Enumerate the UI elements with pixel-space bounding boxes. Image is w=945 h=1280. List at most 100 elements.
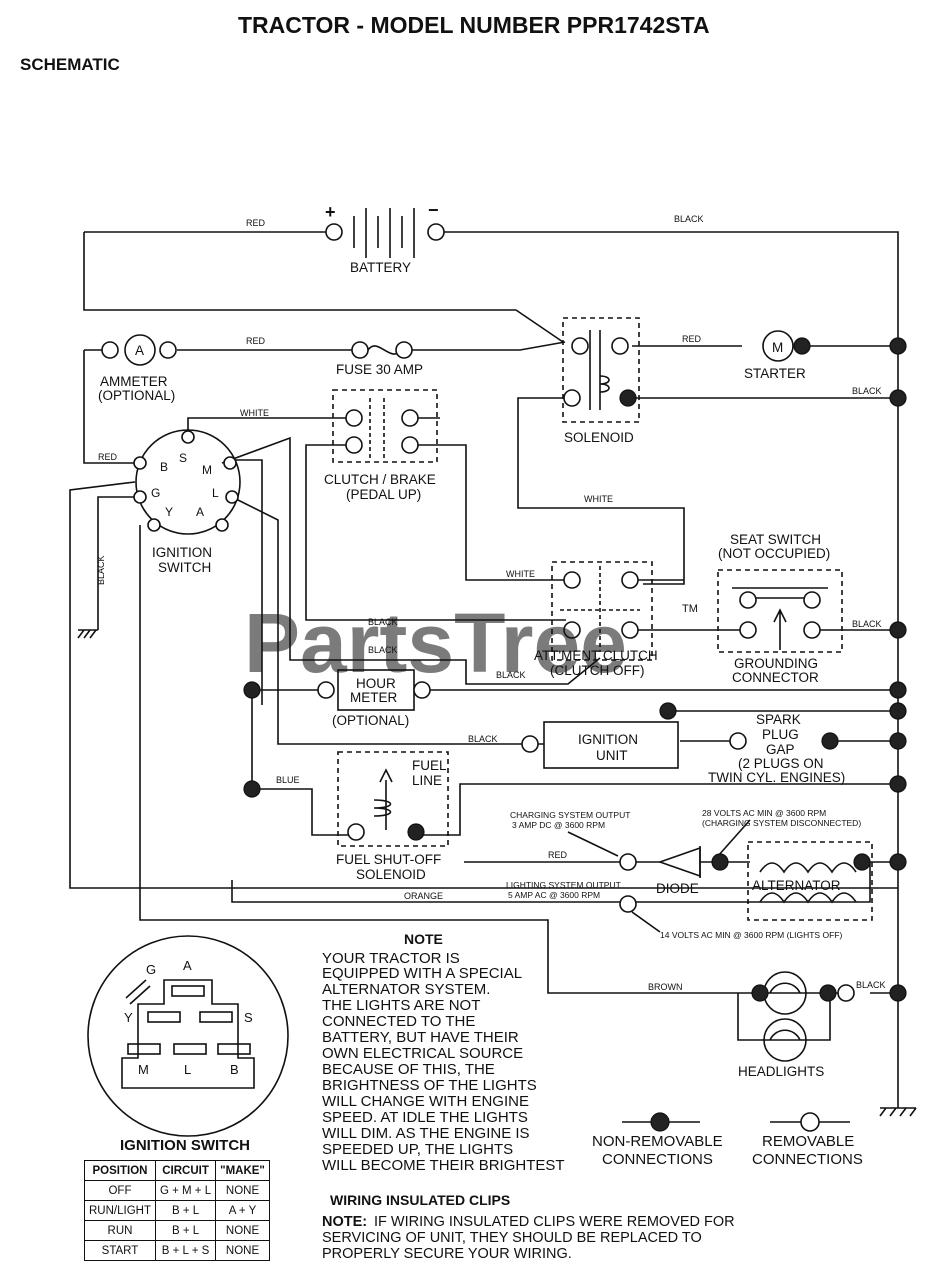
note-line: BATTERY, BUT HAVE THEIR <box>322 1029 519 1046</box>
note-line: WILL DIM. AS THE ENGINE IS <box>322 1125 530 1142</box>
wire-label-black-seat: BLACK <box>852 619 882 629</box>
volts28-state: (CHARGING SYSTEM DISCONNECTED) <box>702 818 861 828</box>
hour-meter-optional: (OPTIONAL) <box>332 713 409 728</box>
ign-diagram-g: G <box>146 962 156 977</box>
spark-label: SPARK <box>756 712 801 727</box>
battery-label: BATTERY <box>350 260 411 275</box>
hour-meter-label: HOUR <box>356 676 396 691</box>
table-cell: A + Y <box>215 1200 270 1221</box>
note-line: SPEEDED UP, THE LIGHTS <box>322 1141 513 1158</box>
fuel-line-label-2: LINE <box>412 773 442 788</box>
wire-label-red-ign: RED <box>98 452 118 462</box>
table-cell: B + L + S <box>154 1240 217 1261</box>
table-cell: RUN/LIGHT <box>84 1200 156 1221</box>
fuel-line-label: FUEL <box>412 758 447 773</box>
wire-label-orange: ORANGE <box>404 891 443 901</box>
legend-removable-2: CONNECTIONS <box>752 1151 863 1168</box>
diode-label: DIODE <box>656 881 699 896</box>
table-row: OFF G + M + L NONE <box>84 1180 270 1201</box>
fuel-solenoid-label: FUEL SHUT-OFF <box>336 852 441 867</box>
seat-switch-state: (NOT OCCUPIED) <box>718 546 830 561</box>
lighting-output-label: LIGHTING SYSTEM OUTPUT <box>506 880 621 890</box>
charging-output-label: CHARGING SYSTEM OUTPUT <box>510 810 630 820</box>
ign-diagram-title: IGNITION SWITCH <box>120 1137 250 1154</box>
seat-switch-label: SEAT SWITCH <box>730 532 821 547</box>
charging-output-value: 3 AMP DC @ 3600 RPM <box>512 820 605 830</box>
wire-label-red-starter: RED <box>682 334 702 344</box>
legend-nonremovable-2: CONNECTIONS <box>602 1151 713 1168</box>
grounding-label-2: CONNECTOR <box>732 670 819 685</box>
starter-label: STARTER <box>744 366 806 381</box>
note-line: CONNECTED TO THE <box>322 1013 475 1030</box>
table-header: CIRCUIT <box>154 1160 217 1181</box>
volts28-label: 28 VOLTS AC MIN @ 3600 RPM <box>702 808 826 818</box>
table-cell: START <box>84 1240 156 1261</box>
wire-label-black-attm: BLACK <box>368 645 398 655</box>
note-line: THE LIGHTS ARE NOT <box>322 997 480 1014</box>
wire-label-red-diode: RED <box>548 850 568 860</box>
ammeter-label: AMMETER <box>100 374 168 389</box>
note-line: EQUIPPED WITH A SPECIAL <box>322 965 522 982</box>
wire-label-black-attm-2: BLACK <box>496 670 526 680</box>
ign-diagram-b: B <box>230 1062 239 1077</box>
lighting-output-value: 5 AMP AC @ 3600 RPM <box>508 890 600 900</box>
wire-label-brown: BROWN <box>648 982 683 992</box>
note-line: YOUR TRACTOR IS <box>322 950 460 967</box>
wire-label-white-seat: WHITE <box>584 494 613 504</box>
ignition-circuit-table: POSITION CIRCUIT "MAKE" OFF G + M + L NO… <box>84 1160 270 1261</box>
watermark-tm: TM <box>682 603 698 615</box>
battery-plus: + <box>325 202 336 222</box>
note-line: SPEED. AT IDLE THE LIGHTS <box>322 1109 528 1126</box>
table-cell: RUN <box>84 1220 156 1241</box>
ign-diagram-m: M <box>138 1062 149 1077</box>
clips-heading: WIRING INSULATED CLIPS <box>330 1192 510 1208</box>
page-title: TRACTOR - MODEL NUMBER PPR1742STA <box>238 12 710 38</box>
wire-label-white-clutch: WHITE <box>240 408 269 418</box>
table-cell: OFF <box>84 1180 156 1201</box>
battery-minus: − <box>428 200 439 220</box>
alternator-label: ALTERNATOR <box>752 878 841 893</box>
clips-line-2: SERVICING OF UNIT, THEY SHOULD BE REPLAC… <box>322 1230 702 1246</box>
page-subtitle: SCHEMATIC <box>20 55 120 74</box>
wire-label-blue: BLUE <box>276 775 300 785</box>
wire-label-black-ignunit: BLACK <box>468 734 498 744</box>
clutch-pedal: (PEDAL UP) <box>346 487 421 502</box>
terminal-m: M <box>202 463 212 477</box>
clips-line-1: IF WIRING INSULATED CLIPS WERE REMOVED F… <box>374 1214 735 1230</box>
clips-note-label: NOTE: <box>322 1214 367 1230</box>
table-header: "MAKE" <box>215 1160 270 1181</box>
ammeter-optional: (OPTIONAL) <box>98 388 175 403</box>
ign-diagram-l: L <box>184 1062 191 1077</box>
note-line: WILL CHANGE WITH ENGINE <box>322 1093 529 1110</box>
ign-diagram-s: S <box>244 1010 253 1025</box>
note-line: OWN ELECTRICAL SOURCE <box>322 1045 523 1062</box>
starter-symbol: M <box>772 340 783 355</box>
note-line: BRIGHTNESS OF THE LIGHTS <box>322 1077 537 1094</box>
note-line: ALTERNATOR SYSTEM. <box>322 981 490 998</box>
wire-label-red-battery: RED <box>246 218 266 228</box>
spark-label-5: TWIN CYL. ENGINES) <box>708 770 845 785</box>
table-header: POSITION <box>84 1160 156 1181</box>
spark-label-3: GAP <box>766 742 795 757</box>
volts14-label: 14 VOLTS AC MIN @ 3600 RPM (LIGHTS OFF) <box>660 930 842 940</box>
wire-label-black-battery: BLACK <box>674 214 704 224</box>
wire-label-white-attm: WHITE <box>506 569 535 579</box>
watermark: PartsTree <box>244 596 627 690</box>
table-cell: NONE <box>215 1240 270 1261</box>
clutch-label: CLUTCH / BRAKE <box>324 472 436 487</box>
legend-removable: REMOVABLE <box>762 1133 854 1150</box>
terminal-s: S <box>179 451 187 465</box>
note-line: BECAUSE OF THIS, THE <box>322 1061 495 1078</box>
spark-label-4: (2 PLUGS ON <box>738 756 824 771</box>
table-row: RUN/LIGHT B + L A + Y <box>84 1200 270 1221</box>
ignition-switch-label-2: SWITCH <box>158 560 211 575</box>
grounding-label: GROUNDING <box>734 656 818 671</box>
ign-diagram-y: Y <box>124 1010 133 1025</box>
note-line: WILL BECOME THEIR BRIGHTEST <box>322 1157 565 1174</box>
ignition-switch-label: IGNITION <box>152 545 212 560</box>
wire-label-red-fuse: RED <box>246 336 266 346</box>
wire-label-black-ground-left: BLACK <box>96 555 106 585</box>
table-cell: B + L <box>154 1220 217 1241</box>
terminal-a: A <box>196 505 204 519</box>
